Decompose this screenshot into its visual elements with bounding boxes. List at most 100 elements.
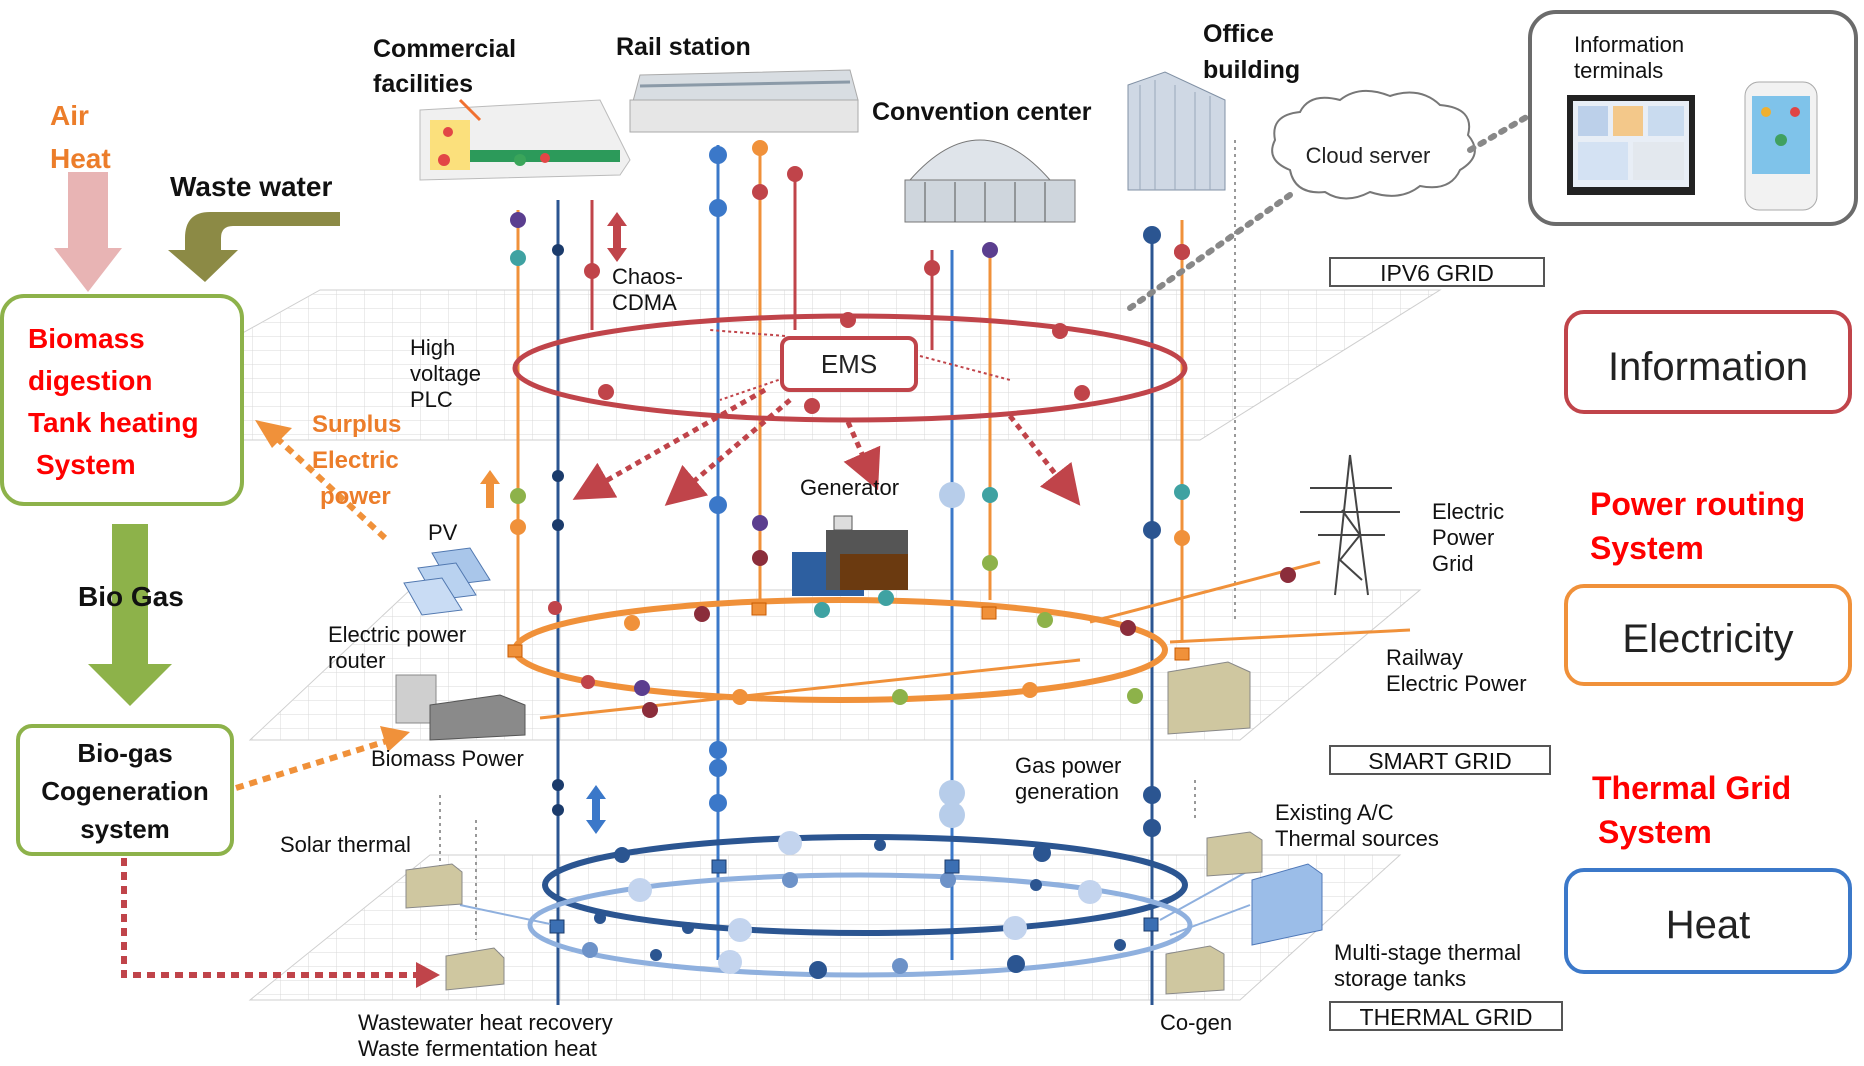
office-line-2: building: [1203, 56, 1300, 84]
router-line-1: Electric power: [328, 622, 466, 647]
updown-arrow-blue: [586, 785, 606, 834]
existing-ac-line-1: Existing A/C: [1275, 800, 1394, 825]
commercial-line-2: facilities: [373, 70, 473, 98]
electricity-ring: [507, 560, 1411, 720]
ipv6-grid-label: IPV6 GRID: [1329, 257, 1545, 287]
power-tower-icon: [1300, 454, 1400, 596]
cogen-line-2: Cogeneration: [41, 776, 209, 806]
cloud-server-label: Cloud server: [1306, 143, 1431, 168]
rail-station-illustration: [629, 69, 859, 133]
bio-gas-cogeneration-box: Bio-gas Cogeneration system: [16, 724, 234, 856]
cogen-to-biomass-arrow: [235, 726, 410, 791]
cogen-line-3: system: [80, 814, 170, 844]
air-heat-arrow: [54, 172, 122, 292]
thermal-system-line-1: Thermal Grid: [1592, 770, 1791, 806]
storage-tank-icon: [1251, 863, 1323, 946]
tablet-icon: [1567, 95, 1695, 195]
high-voltage-line-3: PLC: [410, 387, 453, 412]
biomass-power-icon: [395, 674, 526, 741]
up-arrow-orange: [480, 470, 500, 508]
air-label: Air: [50, 100, 89, 131]
power-routing-line-2: System: [1590, 530, 1704, 566]
generator-label: Generator: [800, 475, 899, 500]
cloud-server: Cloud server: [1271, 89, 1476, 200]
biomass-line-1: Biomass: [28, 323, 145, 354]
ipv6-grid-text: IPV6 GRID: [1380, 260, 1494, 286]
high-voltage-line-2: voltage: [410, 361, 481, 386]
bio-gas-arrow: [88, 524, 172, 706]
solar-thermal-label: Solar thermal: [280, 832, 411, 857]
cogen-box-icon: [1165, 945, 1225, 995]
existing-ac-line-2: Thermal sources: [1275, 826, 1439, 851]
mobile-phone-icon: [1744, 81, 1818, 211]
railway-line-2: Electric Power: [1386, 671, 1527, 696]
rail-station-label: Rail station: [616, 33, 751, 61]
thermal-system-line-2: System: [1598, 814, 1712, 850]
wastewater-line-1: Wastewater heat recovery: [358, 1010, 613, 1035]
ems-arrows: [572, 387, 1081, 506]
surplus-power-arrow: [255, 420, 388, 541]
railway-line-1: Railway: [1386, 645, 1463, 670]
multistage-line-1: Multi-stage thermal: [1334, 940, 1521, 965]
information-legend-box: Information: [1564, 310, 1852, 414]
commercial-facilities-illustration: [419, 98, 631, 181]
information-ring: [512, 166, 1190, 423]
commercial-line-1: Commercial: [373, 35, 516, 63]
chaos-line-2: CDMA: [612, 290, 677, 315]
electricity-legend-label: Electricity: [1622, 617, 1793, 661]
heat-legend-box: Heat: [1564, 868, 1852, 974]
high-voltage-line-1: High: [410, 335, 455, 360]
ems-box: EMS: [780, 336, 918, 392]
pv-panel-icon: [403, 547, 491, 616]
convention-center-label: Convention center: [872, 98, 1092, 126]
gas-power-line-1: Gas power: [1015, 753, 1121, 778]
router-line-2: router: [328, 648, 385, 673]
biomass-line-2: digestion: [28, 365, 152, 396]
cogen-label: Co-gen: [1160, 1010, 1232, 1035]
cogen-line-1: Bio-gas: [77, 738, 172, 768]
biomass-digestion-box: Biomass digestion Tank heating System: [0, 294, 244, 506]
information-terminals-panel: Information terminals: [1528, 10, 1858, 226]
generator-icon: [792, 515, 908, 596]
cogen-to-wastewater-arrow: [121, 858, 440, 988]
biomass-power-label: Biomass Power: [371, 746, 524, 771]
biomass-line-3: Tank heating: [28, 407, 199, 438]
office-line-1: Office: [1203, 20, 1274, 48]
wastewater-line-2: Waste fermentation heat: [358, 1036, 597, 1061]
multistage-line-2: storage tanks: [1334, 966, 1466, 991]
smart-grid-text: SMART GRID: [1368, 748, 1512, 774]
information-legend-label: Information: [1608, 345, 1808, 389]
solar-thermal-box-icon: [405, 863, 463, 909]
biomass-line-4: System: [36, 449, 136, 480]
thermal-grid-label: THERMAL GRID: [1329, 1001, 1563, 1031]
surplus-line-2: Electric: [312, 447, 399, 474]
thermal-rings: [459, 831, 1251, 979]
smart-grid-label: SMART GRID: [1329, 745, 1551, 775]
chaos-line-1: Chaos-: [612, 264, 683, 289]
waste-water-arrow: [168, 212, 340, 282]
updown-arrow-red: [607, 212, 627, 262]
waste-water-label: Waste water: [170, 171, 332, 202]
electricity-legend-box: Electricity: [1564, 584, 1852, 686]
bio-gas-label: Bio Gas: [78, 581, 184, 612]
gas-power-box-icon: [1167, 661, 1251, 735]
wastewater-box-icon: [445, 947, 505, 991]
epg-line-1: Electric: [1432, 499, 1504, 524]
vertical-line-nodes: [510, 140, 1190, 837]
surplus-line-3: power: [320, 483, 391, 510]
office-building-illustration: [1127, 71, 1226, 191]
heat-label: Heat: [50, 143, 111, 174]
gas-power-line-2: generation: [1015, 779, 1119, 804]
terminals-line-2: terminals: [1574, 58, 1663, 83]
surplus-line-1: Surplus: [312, 411, 401, 438]
ems-label: EMS: [821, 349, 877, 379]
epg-line-3: Grid: [1432, 551, 1474, 576]
terminals-line-1: Information: [1574, 32, 1684, 57]
thermal-grid-text: THERMAL GRID: [1360, 1004, 1533, 1030]
heat-legend-label: Heat: [1666, 903, 1751, 947]
pv-label: PV: [428, 520, 458, 545]
epg-line-2: Power: [1432, 525, 1494, 550]
convention-center-illustration: [904, 139, 1076, 223]
existing-ac-box-icon: [1206, 831, 1263, 877]
